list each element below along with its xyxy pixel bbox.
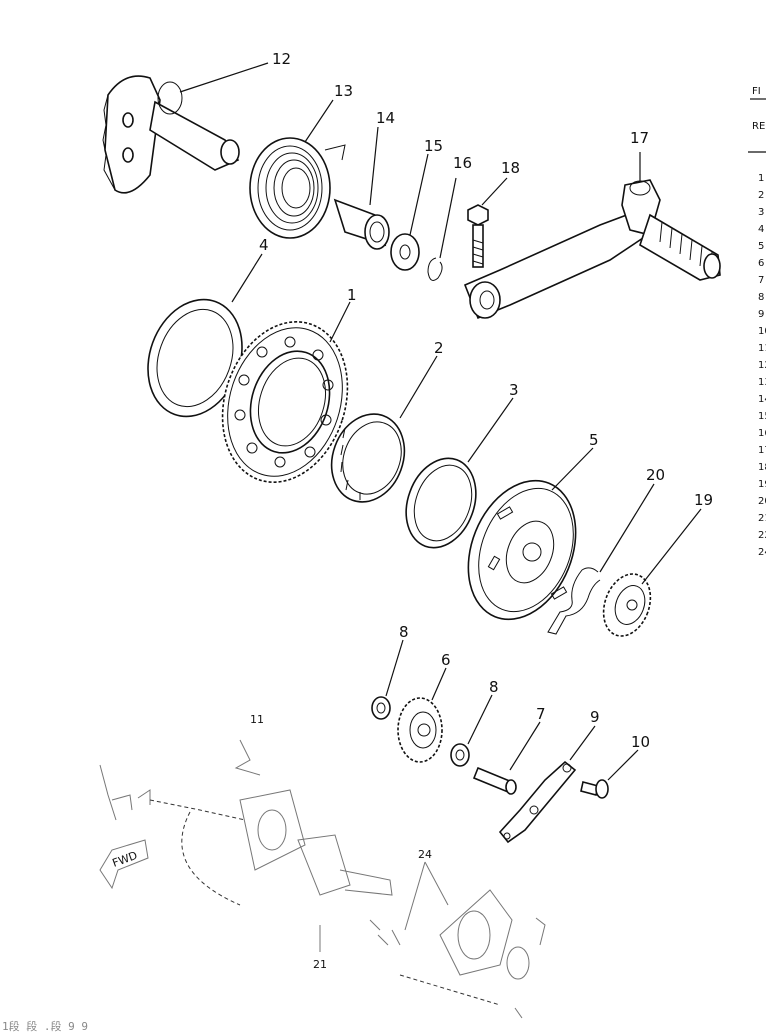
- side-row-number: 13: [758, 377, 766, 388]
- side-row-list: 1234567891011121314151617181920212224: [758, 173, 766, 558]
- side-row-number: 6: [758, 258, 764, 269]
- part-8-washer-lower: [450, 743, 470, 767]
- callout-18: 18: [501, 159, 520, 177]
- side-row-number: 24: [758, 547, 766, 558]
- side-row-number: 8: [758, 292, 764, 303]
- part-19-pinion: [602, 573, 652, 637]
- fwd-label: FWD: [111, 849, 140, 870]
- side-row-number: 17: [758, 445, 766, 456]
- callout-3: 3: [509, 381, 519, 399]
- side-row-number: 9: [758, 309, 764, 320]
- callout-6: 6: [441, 651, 451, 669]
- part-2-one-way-clutch: [330, 413, 406, 503]
- side-row-number: 18: [758, 462, 766, 473]
- side-row-number: 4: [758, 224, 764, 235]
- callout-12: 12: [272, 50, 291, 68]
- callout-numbers: 12 13 14 15 16 18 17 4 1 2 3 5 20 19 8 6…: [250, 50, 713, 971]
- callout-17: 17: [630, 129, 649, 147]
- side-row-number: 5: [758, 241, 764, 252]
- callout-13: 13: [334, 82, 353, 100]
- part-20-clip: [547, 567, 601, 635]
- part-16-circlip: [427, 257, 443, 281]
- part-13-spring: [249, 137, 346, 239]
- side-row-number: 3: [758, 207, 764, 218]
- footer-code: 1段 段 .段 9 9: [2, 1019, 88, 1033]
- side-row-number: 15: [758, 411, 766, 422]
- callout-14: 14: [376, 109, 395, 127]
- side-row-number: 22: [758, 530, 766, 541]
- side-row-number: 20: [758, 496, 766, 507]
- callout-8-upper: 8: [399, 623, 409, 641]
- part-15-washer: [390, 233, 420, 271]
- part-6-idle-gear: [397, 697, 443, 763]
- callout-20: 20: [646, 466, 665, 484]
- part-17-kick-lever: [463, 179, 721, 320]
- part-10-screw: [580, 779, 609, 799]
- part-4-shim: [147, 298, 243, 418]
- side-row-number: 7: [758, 275, 764, 286]
- part-14-collar: [333, 198, 390, 250]
- callout-11: 11: [250, 713, 264, 726]
- side-row-number: 12: [758, 360, 766, 371]
- side-row-number: 14: [758, 394, 766, 405]
- part-5-clutch-plate: [467, 479, 577, 621]
- callout-5: 5: [589, 431, 599, 449]
- part-12-kick-shaft: [102, 75, 240, 194]
- side-row-number: 1: [758, 173, 764, 184]
- callout-8-lower: 8: [489, 678, 499, 696]
- side-row-number: 21: [758, 513, 766, 524]
- callout-7: 7: [536, 705, 546, 723]
- part-8-washer-upper: [371, 696, 391, 720]
- callout-4: 4: [259, 236, 269, 254]
- lower-subassembly: [99, 739, 546, 1019]
- callout-1: 1: [347, 286, 357, 304]
- side-reference-column: FI RE 1234567891011121314151617181920212…: [748, 86, 766, 558]
- part-7-shaft: [472, 766, 517, 795]
- callout-16: 16: [453, 154, 472, 172]
- part-3-ring: [405, 457, 477, 549]
- part-9-stopper-plate: [498, 760, 577, 844]
- side-row-number: 16: [758, 428, 766, 439]
- callout-24: 24: [418, 848, 432, 861]
- side-header-ref: RE: [752, 121, 765, 132]
- callout-2: 2: [434, 339, 444, 357]
- side-header-fig: FI: [752, 86, 761, 97]
- callout-15: 15: [424, 137, 443, 155]
- callout-19: 19: [694, 491, 713, 509]
- callout-21: 21: [313, 958, 327, 971]
- callout-10: 10: [631, 733, 650, 751]
- side-row-number: 11: [758, 343, 766, 354]
- part-1-ring-gear: [221, 321, 349, 483]
- callout-9: 9: [590, 708, 600, 726]
- side-row-number: 19: [758, 479, 766, 490]
- part-18-bolt: [467, 204, 489, 268]
- fwd-arrow: FWD: [99, 839, 149, 890]
- side-row-number: 2: [758, 190, 764, 201]
- side-row-number: 10: [758, 326, 766, 337]
- leader-lines: [179, 62, 702, 952]
